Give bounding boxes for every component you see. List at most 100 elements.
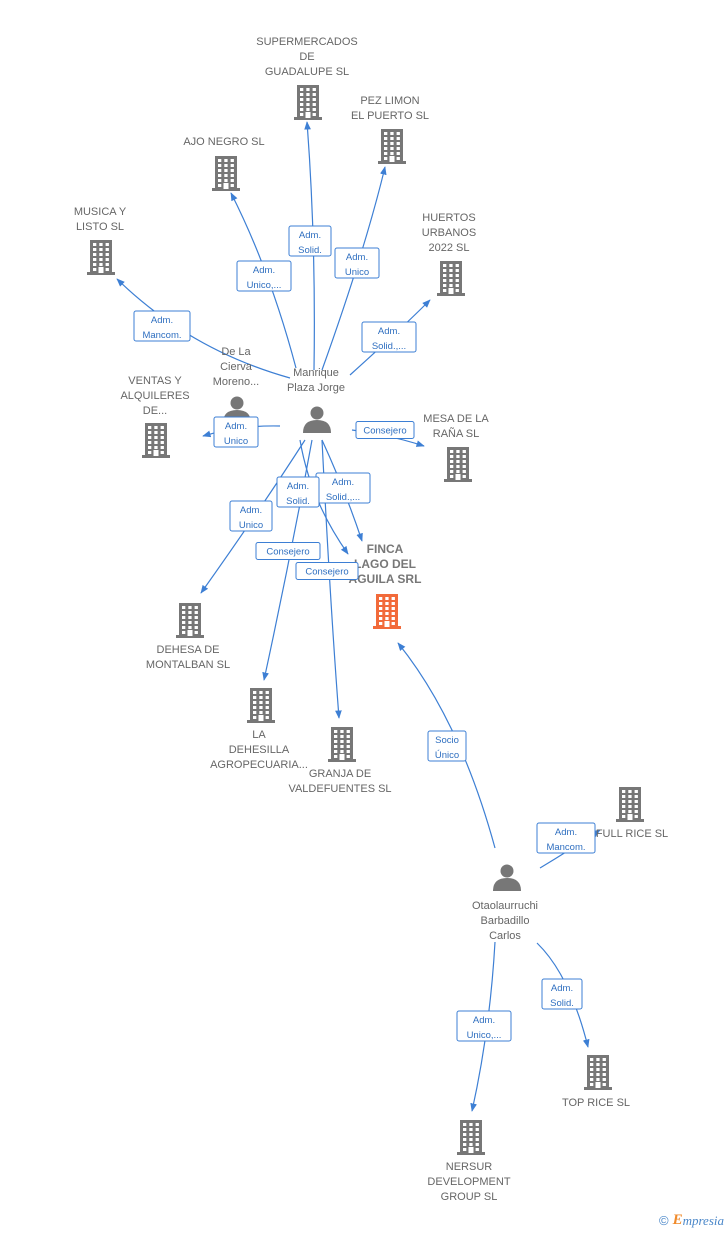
building-icon [294,85,322,120]
edge-label-text: Mancom. [142,330,181,341]
edge-label-text: Mancom. [546,842,585,853]
node-toprice[interactable]: TOP RICE SL [562,1055,630,1109]
node-label: MESA DE LA [423,413,489,425]
node-ventas[interactable]: VENTAS Y ALQUILERES DE... [120,375,190,458]
edge-label-manrique-to-huertos[interactable]: Adm. Solid.,... [361,321,417,353]
edge-label-text: Consejero [305,567,348,578]
node-nersur[interactable]: NERSUR DEVELOPMENT GROUP SL [427,1120,511,1203]
edge-label-otaolaurruchi-to-fullrice[interactable]: Adm. Mancom. [536,822,596,854]
building-icon [616,787,644,822]
edge-label-manrique-to-musica[interactable]: Adm. Mancom. [133,310,191,342]
edge-label-manrique-to-supermercados[interactable]: Adm.Solid. [288,225,332,257]
edge-label-manrique-to-ajonegro[interactable]: Adm. Unico,... [236,260,292,292]
building-icon [247,688,275,723]
edge-label-text: Solid.,... [326,492,360,503]
node-label: Manrique [293,367,339,379]
edge-label-text: Solid. [298,245,322,256]
building-icon [373,594,401,629]
building-icon [378,129,406,164]
edge-label-box [295,562,359,580]
edge-label-manrique-to-finca[interactable]: Adm.Solid. [276,476,320,508]
building-icon [328,727,356,762]
node-label: HUERTOS [422,212,475,224]
edge-label-manrique-to-dehesilla[interactable]: Consejero [255,542,321,560]
edge-label-text: Solid.,... [372,341,406,352]
node-label: DE... [143,405,167,417]
node-label: VENTAS Y [128,375,182,387]
node-label: FINCA [367,542,404,556]
edge-label-manrique-to-granja[interactable]: Consejero [295,562,359,580]
edge-label-text: Adm. [332,477,354,488]
node-delacierva[interactable]: De LaCiervaMoreno... [213,346,259,423]
edge-label-manrique-to-mesa[interactable]: Consejero [355,421,415,439]
node-label: SUPERMERCADOS [256,36,357,48]
node-label: NERSUR [446,1161,493,1173]
node-fullrice[interactable]: FULL RICE SL [596,787,668,840]
edge-label-text: Consejero [363,426,406,437]
node-label: URBANOS [422,227,476,239]
node-label: Barbadillo [481,915,530,927]
node-label: ALQUILERES [120,390,189,402]
building-icon [87,240,115,275]
building-icon [212,156,240,191]
node-label: Otaolaurruchi [472,900,538,912]
edge-label-text: Adm. [378,326,400,337]
node-label: GROUP SL [441,1191,498,1203]
node-label: LAGO DEL [354,557,416,571]
edge-label-text: Unico,... [247,280,282,291]
node-label: Carlos [489,930,521,942]
edge-label-box [334,247,380,279]
node-label: FULL RICE SL [596,828,668,840]
edge-label-box [288,225,332,257]
node-label: De La [221,346,251,358]
node-ajonegro[interactable]: AJO NEGRO SL [183,136,265,191]
edge-label-text: Unico [224,436,248,447]
edge-label-otaolaurruchi-to-nersur[interactable]: Adm. Unico,... [456,1010,512,1042]
building-icon [444,447,472,482]
edge-manrique-to-musica [116,278,291,379]
edge-label-text: Adm. [151,315,173,326]
edge-label-text: Adm. [225,421,247,432]
edge-label-text: Unico [239,520,263,531]
node-label: DEVELOPMENT [427,1176,510,1188]
edge-label-box [133,310,191,342]
edge-label-text: Adm. [253,265,275,276]
edge-label-box [361,321,417,353]
edge-label-manrique-to-finca[interactable]: Adm. Solid.,... [315,472,371,504]
edge-label-text: Socio [435,735,459,746]
edge-label-text: Adm. [473,1015,495,1026]
edge-label-otaolaurruchi-to-toprice[interactable]: Adm.Solid. [541,978,583,1010]
edge-label-text: Adm. [551,983,573,994]
edge-label-text: Solid. [286,496,310,507]
node-label: Plaza Jorge [287,382,345,394]
edge-label-text: Único [435,750,459,761]
building-icon [457,1120,485,1155]
node-dehesilla[interactable]: LADEHESILLAAGROPECUARIA... [210,688,308,771]
edge-label-text: Unico,... [467,1030,502,1041]
node-label: AGUILA SRL [349,572,422,586]
edge-label-text: Unico [345,267,369,278]
edge-label-manrique-to-dehesa[interactable]: Adm.Unico [229,500,273,532]
edge-label-text: Adm. [555,827,577,838]
edge-label-manrique-to-ventas[interactable]: Adm. Unico [213,416,259,448]
edge-label-box [255,542,321,560]
brand-logo-icon: E [672,1212,683,1228]
edge-label-manrique-to-pezlimon[interactable]: Adm.Unico [334,247,380,279]
edge-label-text: Consejero [266,547,309,558]
node-label: VALDEFUENTES SL [288,783,391,795]
building-icon [176,603,204,638]
